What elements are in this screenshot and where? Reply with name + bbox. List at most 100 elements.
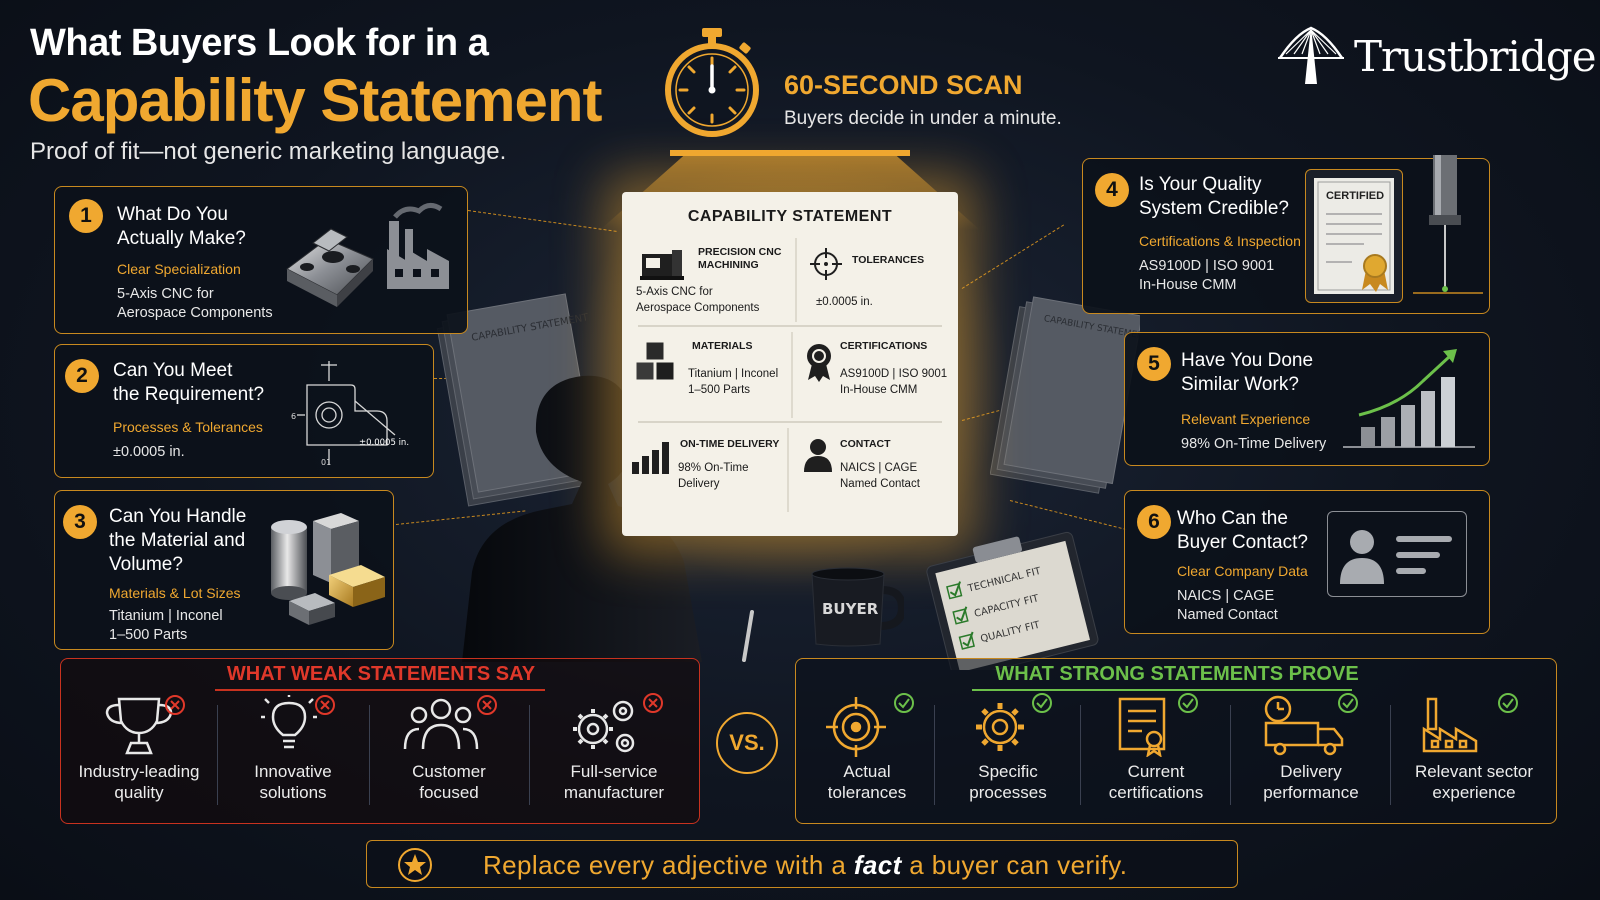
doc-cell-5-text-2: Delivery — [678, 478, 720, 490]
certified-badge: CERTIFIED — [1325, 190, 1385, 202]
strong-divider-2 — [1080, 705, 1081, 805]
weak-item-2-line-1: Innovative — [254, 762, 332, 781]
weak-item-3-line-2: focused — [419, 783, 479, 802]
strong-item-5-line-1: Relevant sector — [1414, 762, 1534, 781]
brand-logo: Trustbridge — [1354, 32, 1597, 81]
weak-divider-2 — [369, 705, 370, 805]
cmm-probe-icon — [1413, 155, 1483, 294]
card-3-number: 3 — [63, 505, 97, 539]
weak-item-1-line-1: Industry-leading — [78, 762, 200, 781]
doc-cell-6-text-2: Named Contact — [840, 478, 920, 490]
card-1-question-2: Actually Make? — [117, 228, 246, 249]
card-2-category: Processes & Tolerances — [113, 419, 263, 435]
card-1-detail-2: Aerospace Components — [117, 305, 273, 321]
strong-divider-3 — [1230, 705, 1231, 805]
weak-divider-1 — [217, 705, 218, 805]
weak-statements-panel: WHAT WEAK STATEMENTS SAY Industry-leadin… — [60, 658, 700, 824]
machined-part-icon — [286, 228, 374, 307]
card-5-question-1: Have You Done — [1181, 350, 1314, 371]
card-3-category: Materials & Lot Sizes — [109, 585, 241, 601]
strong-divider-4 — [1390, 705, 1391, 805]
technical-drawing-icon: 6 01 ±0.0005 in. — [291, 361, 409, 467]
doc-cell-5-heading: ON-TIME DELIVERY — [680, 438, 780, 450]
card-4-question-1: Is Your Quality — [1139, 174, 1262, 195]
weak-title: WHAT WEAK STATEMENTS SAY — [226, 663, 536, 685]
card-5-detail: 98% On-Time Delivery — [1181, 436, 1327, 452]
certificate-icon — [1314, 178, 1394, 294]
scan-title: 60-SECOND SCAN — [784, 70, 1023, 100]
card-3-detail-1: Titanium | Inconel — [109, 608, 223, 624]
cubes-icon — [635, 341, 675, 381]
doc-cell-4-heading: CERTIFICATIONS — [840, 340, 928, 352]
doc-cell-6-text-1: NAICS | CAGE — [840, 462, 918, 474]
card-6-detail-1: NAICS | CAGE — [1177, 588, 1275, 604]
footer-message: Replace every adjective with a fact a bu… — [483, 850, 1127, 881]
page-subtitle: Proof of fit—not generic marketing langu… — [30, 138, 507, 165]
strong-item-1-line-1: Actual — [843, 762, 891, 781]
strong-item-5-line-2: experience — [1432, 783, 1516, 802]
star-icon — [398, 848, 432, 882]
lightbulb-icon — [261, 695, 335, 749]
doc-cell-1-text-2: Aerospace Components — [636, 302, 760, 314]
weak-item-3-line-1: Customer — [412, 762, 486, 781]
card-2-question-2: the Requirement? — [113, 384, 265, 405]
strong-divider-1 — [934, 705, 935, 805]
card-3-question-3: Volume? — [109, 554, 183, 575]
strong-item-3-line-2: certifications — [1108, 783, 1204, 802]
strong-item-1-line-2: tolerances — [827, 783, 907, 802]
material-stock-icon — [271, 513, 385, 625]
card-1-question-1: What Do You — [117, 204, 228, 225]
award-icon — [807, 344, 831, 382]
factory-icon — [387, 203, 449, 289]
document-grid — [638, 238, 942, 512]
strong-item-4-line-2: performance — [1263, 783, 1359, 802]
buyer-mug: BUYER — [811, 567, 904, 647]
doc-cell-4-text-2: In-House CMM — [840, 384, 918, 396]
weak-item-4-line-2: manufacturer — [563, 783, 665, 802]
certificate-frame: CERTIFIED — [1305, 169, 1403, 303]
card-5-question-2: Similar Work? — [1181, 374, 1299, 395]
card-6-question-1: Who Can the — [1177, 508, 1288, 529]
card-6-detail-2: Named Contact — [1177, 607, 1278, 623]
doc-cell-1-heading-2: MACHINING — [698, 259, 759, 271]
card-4-detail-1: AS9100D | ISO 9001 — [1139, 258, 1275, 274]
card-6-question-2: Buyer Contact? — [1177, 532, 1308, 553]
card-1-category: Clear Specialization — [117, 261, 241, 277]
doc-cell-1-heading-1: PRECISION CNC — [698, 246, 782, 258]
stopwatch-icon — [665, 28, 759, 137]
target-icon — [826, 693, 914, 757]
document-title: CAPABILITY STATEMENT — [687, 208, 893, 225]
card-4-question-2: System Credible? — [1139, 198, 1289, 219]
paper-stack-right: CAPABILITY STATEMENT — [990, 296, 1140, 494]
contact-card-frame — [1327, 511, 1467, 597]
drawing-dim-2: 01 — [321, 458, 331, 467]
weak-divider-3 — [529, 705, 530, 805]
drawing-tolerance: ±0.0005 in. — [359, 438, 409, 448]
doc-cell-3-text-1: Titanium | Inconel — [688, 368, 779, 380]
doc-cell-3-heading: MATERIALS — [692, 340, 753, 352]
gear-icon — [976, 693, 1052, 751]
doc-cell-4-text-1: AS9100D | ISO 9001 — [840, 368, 948, 380]
bridge-tower-icon — [1278, 26, 1344, 84]
footer-text-before: Replace every adjective with a — [483, 850, 854, 880]
doc-cell-6-heading: CONTACT — [840, 438, 891, 450]
card-6-category: Clear Company Data — [1177, 563, 1308, 579]
scan-subtitle: Buyers decide in under a minute. — [784, 108, 1062, 129]
title-line1: What Buyers Look for in a — [30, 22, 489, 64]
certificate-icon — [1118, 693, 1198, 757]
weak-title-underline — [215, 689, 545, 691]
card-4-category: Certifications & Inspection — [1139, 233, 1301, 249]
person-icon — [804, 439, 832, 472]
trophy-icon — [105, 695, 185, 755]
cnc-machine-icon — [640, 250, 684, 280]
doc-cell-3-text-2: 1–500 Parts — [688, 384, 751, 396]
drawing-dim-1: 6 — [291, 412, 296, 421]
mug-label: BUYER — [822, 600, 879, 618]
pen — [742, 610, 754, 662]
strong-item-3-line-1: Current — [1127, 762, 1185, 781]
card-3-question-2: the Material and — [109, 530, 246, 551]
